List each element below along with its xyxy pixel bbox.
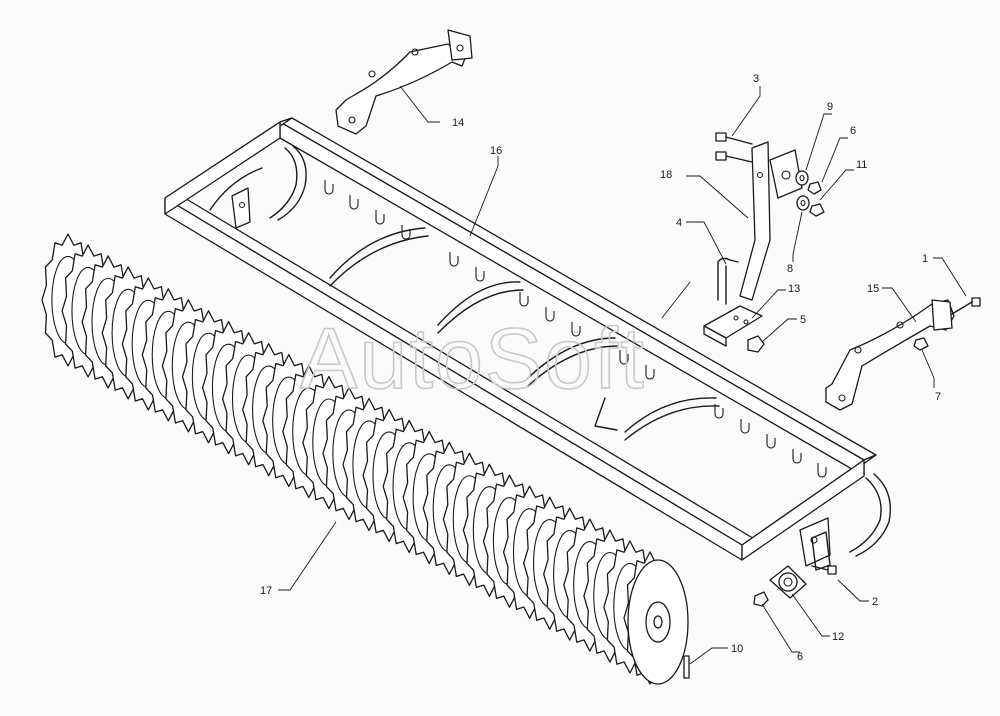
callout-16: 16 <box>490 145 502 157</box>
callout-3: 3 <box>753 73 759 85</box>
callout-14: 14 <box>452 117 464 129</box>
watermark-text: AutoSoft <box>300 311 646 407</box>
bearing-assembly <box>753 531 837 607</box>
callout-5: 5 <box>800 314 806 326</box>
callout-10: 10 <box>731 643 743 655</box>
callout-6-bottom: 6 <box>797 651 803 663</box>
callout-13: 13 <box>788 283 800 295</box>
tine-arm <box>703 141 803 347</box>
linch-pin <box>683 655 690 679</box>
bolts-upper <box>715 132 753 163</box>
roller-axle <box>653 615 663 629</box>
callout-12: 12 <box>832 631 844 643</box>
callout-17: 17 <box>260 585 272 597</box>
callout-18: 18 <box>660 169 672 181</box>
leader-lines <box>278 85 967 665</box>
callout-6-top: 6 <box>850 125 856 137</box>
bracket-right <box>825 299 955 411</box>
callout-11: 11 <box>856 159 867 171</box>
callout-1: 1 <box>922 253 928 265</box>
frame <box>164 117 892 567</box>
washers-nuts <box>747 170 981 353</box>
tine-lugs <box>324 180 827 478</box>
packer-roller <box>41 233 689 685</box>
callout-7: 7 <box>935 391 941 403</box>
callout-8: 8 <box>787 263 793 275</box>
callout-labels: 1 2 3 4 5 6 6 7 8 9 10 11 12 13 14 15 16… <box>260 73 941 663</box>
callout-4: 4 <box>676 217 682 229</box>
callout-9: 9 <box>827 101 833 113</box>
callout-2: 2 <box>872 596 878 608</box>
callout-15: 15 <box>867 283 879 295</box>
bracket-left <box>335 29 473 135</box>
